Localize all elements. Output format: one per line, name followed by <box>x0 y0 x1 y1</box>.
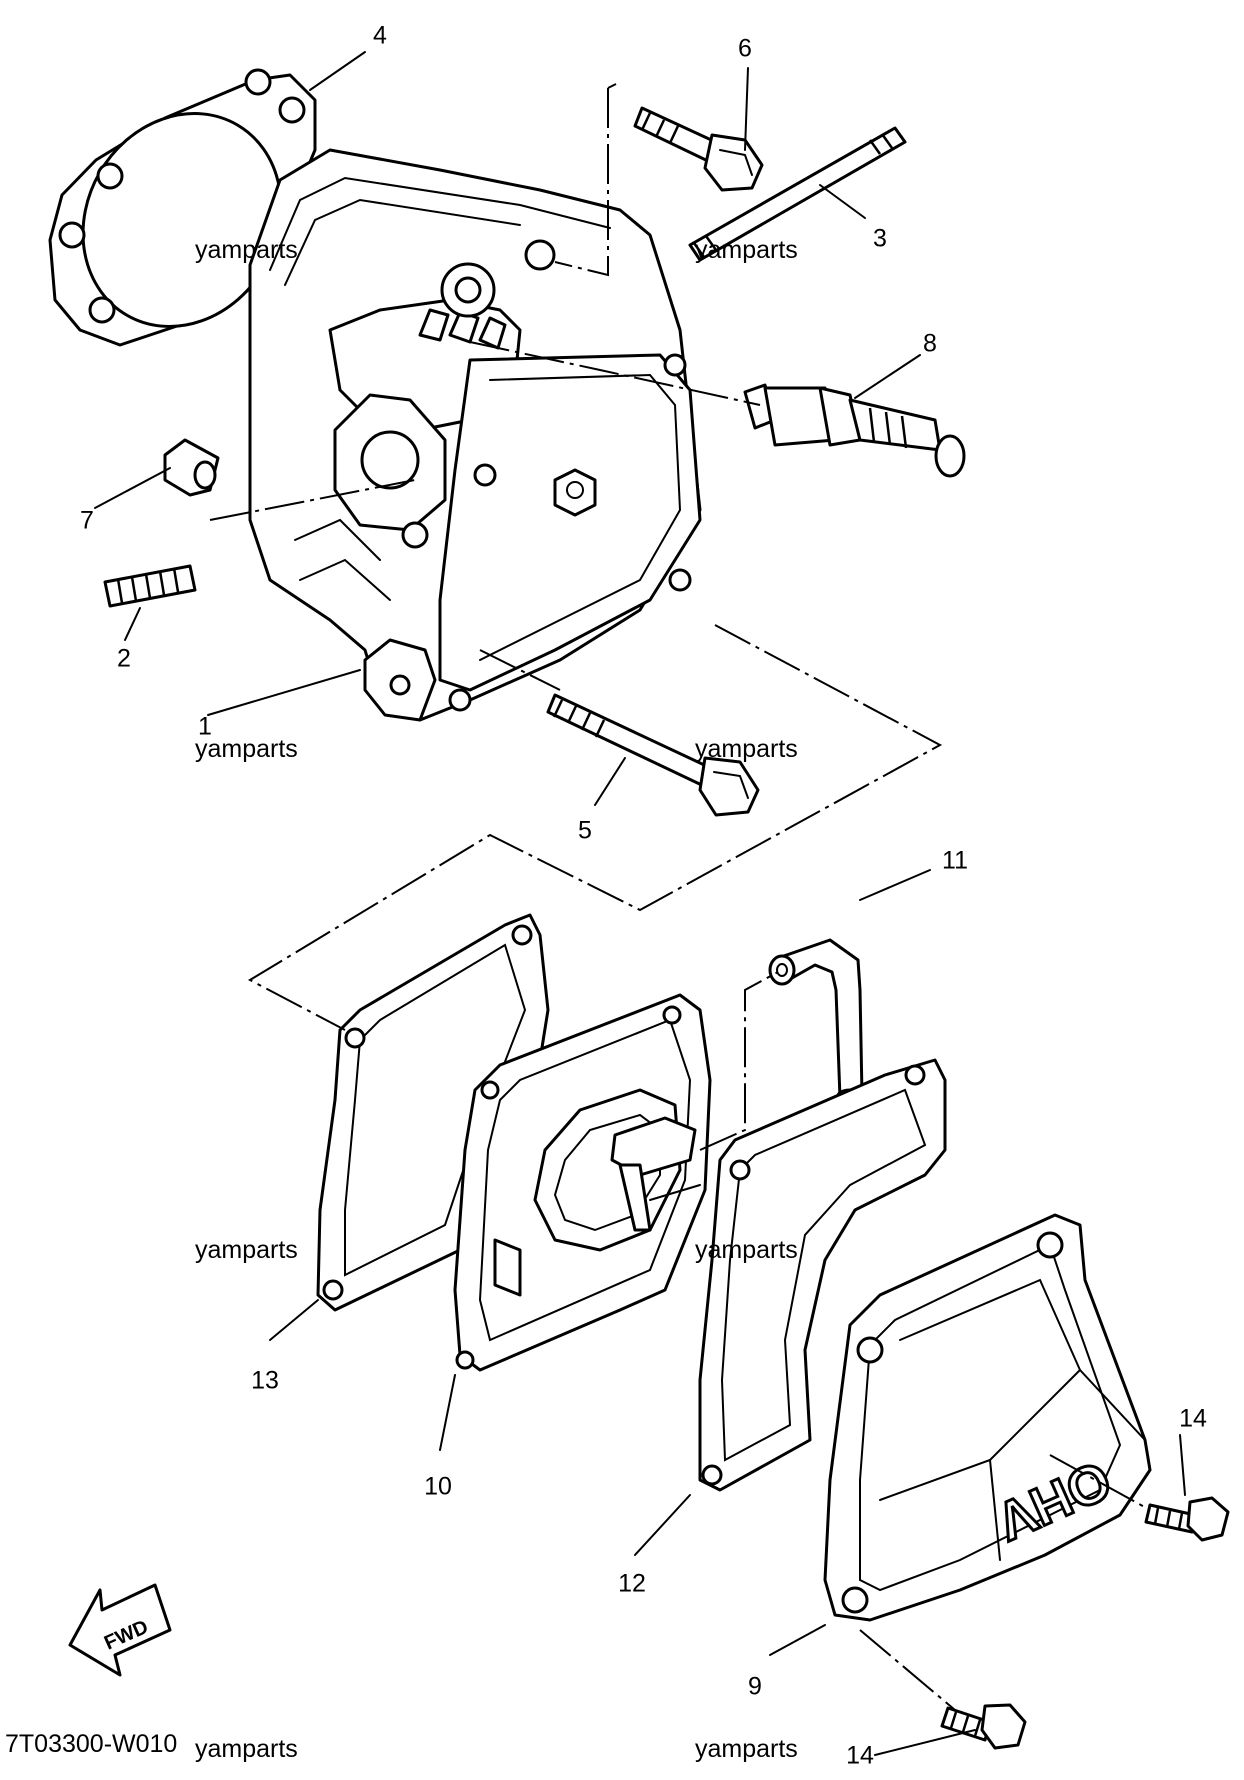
bolt-part-6 <box>633 106 764 192</box>
long-bolt-part-5 <box>546 693 760 817</box>
stud-bolt-part-2 <box>103 564 197 608</box>
watermark-6: yamparts <box>695 1236 798 1264</box>
callout-7: 7 <box>80 507 94 535</box>
callout-8: 8 <box>923 330 937 358</box>
callout-14-lower: 14 <box>846 1742 874 1770</box>
callout-5: 5 <box>578 817 592 845</box>
callout-1: 1 <box>198 713 212 741</box>
watermark-8: yamparts <box>695 1735 798 1763</box>
spark-plug-part-8 <box>743 383 966 478</box>
callout-3: 3 <box>873 225 887 253</box>
watermarks: yamparts yamparts yamparts yamparts yamp… <box>195 236 798 1763</box>
breather-hose-part-11 <box>768 938 864 1104</box>
assembly-lines <box>209 83 1151 1711</box>
callout-6: 6 <box>738 35 752 63</box>
long-stud-part-3 <box>688 126 907 262</box>
valve-cover-part-9: OHV <box>823 1213 1152 1622</box>
head-gasket-part-4 <box>48 68 317 347</box>
watermark-2: yamparts <box>695 236 798 264</box>
callout-4: 4 <box>373 22 387 50</box>
callout-12: 12 <box>618 1570 646 1598</box>
leader-lines <box>94 51 1186 1756</box>
diagram-code: 7T03300-W010 <box>5 1730 177 1758</box>
callout-2: 2 <box>117 645 131 673</box>
bolt-part-14-lower <box>940 1703 1027 1750</box>
watermark-1: yamparts <box>195 236 298 264</box>
cover-gasket-part-13 <box>316 913 550 1312</box>
part-number-callouts: 4 6 3 8 7 2 1 5 11 13 10 12 9 14 14 <box>80 22 1207 1770</box>
callout-11: 11 <box>942 847 968 875</box>
watermark-5: yamparts <box>195 1236 298 1264</box>
watermark-3: yamparts <box>195 735 298 763</box>
fwd-direction-arrow: FWD <box>68 1583 172 1677</box>
watermark-7: yamparts <box>195 1735 298 1763</box>
watermark-4: yamparts <box>695 735 798 763</box>
cover-gasket-part-12 <box>698 1058 947 1492</box>
callout-9: 9 <box>748 1673 762 1701</box>
callout-10: 10 <box>424 1473 452 1501</box>
dowel-pin-part-7 <box>163 438 220 497</box>
rocker-cover-inner-part-10 <box>453 993 712 1372</box>
callout-13: 13 <box>251 1367 279 1395</box>
bolt-part-14-upper <box>1144 1496 1230 1542</box>
cylinder-head-part-1 <box>248 148 702 722</box>
callout-14-upper: 14 <box>1179 1405 1207 1433</box>
